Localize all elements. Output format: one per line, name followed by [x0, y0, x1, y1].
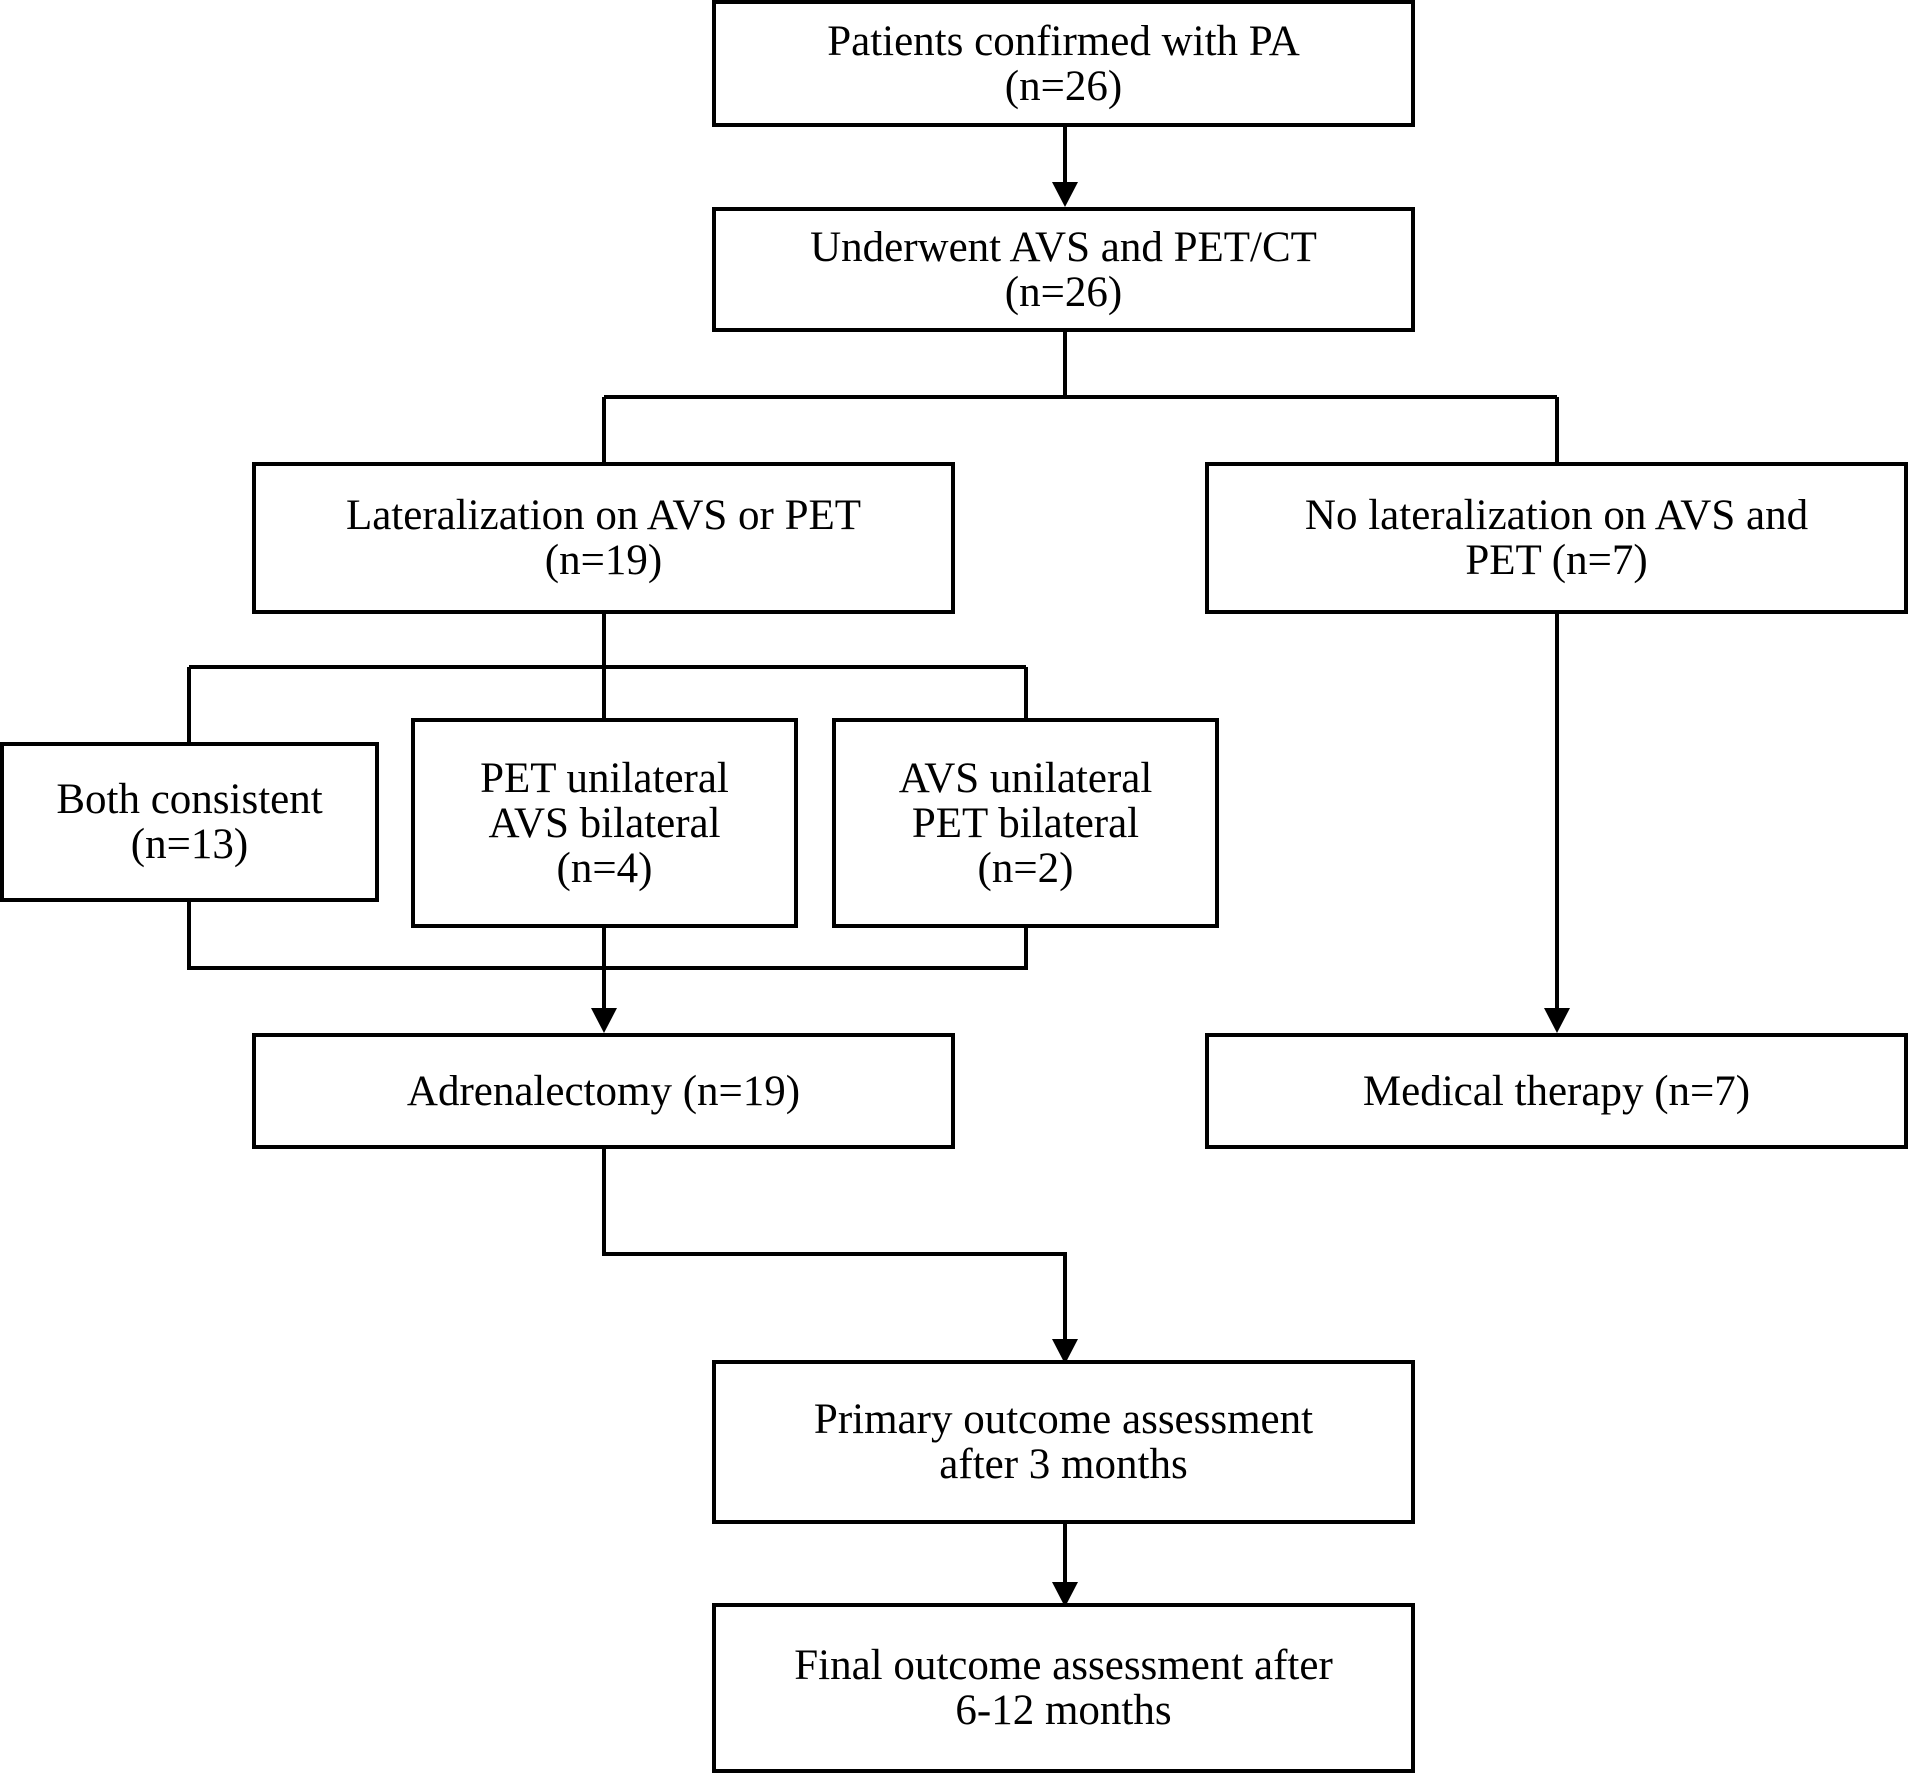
node-line: Lateralization on AVS or PET — [345, 492, 862, 539]
node-line: Patients confirmed with PA — [827, 17, 1300, 65]
node-line: (n=26) — [1004, 62, 1123, 110]
node-line: (n=2) — [977, 844, 1074, 892]
arrowhead — [1544, 1008, 1570, 1033]
node-line: PET bilateral — [911, 799, 1140, 847]
arrowhead — [1052, 1582, 1078, 1607]
node-line: Primary outcome assessment — [813, 1396, 1314, 1443]
node-line: AVS unilateral — [898, 754, 1153, 802]
node-line: (n=19) — [544, 537, 663, 584]
node-final-outcome: Final outcome assessment after 6-12 mont… — [712, 1603, 1415, 1773]
edge-lateralization-split — [187, 614, 1028, 744]
node-both-consistent: Both consistent (n=13) — [0, 742, 379, 902]
node-underwent-avs-pet: Underwent AVS and PET/CT (n=26) — [712, 207, 1415, 332]
node-line: 6-12 months — [955, 1687, 1172, 1734]
node-line: PET unilateral — [480, 754, 729, 802]
node-line: (n=26) — [1004, 268, 1123, 316]
edge-underwent-split — [602, 328, 1559, 464]
node-no-lateralization: No lateralization on AVS and PET (n=7) — [1205, 462, 1908, 614]
node-line: Both consistent — [56, 776, 323, 823]
arrowhead — [591, 1008, 617, 1033]
node-line: Adrenalectomy (n=19) — [406, 1067, 801, 1115]
node-adrenalectomy: Adrenalectomy (n=19) — [252, 1033, 955, 1149]
node-line: after 3 months — [939, 1441, 1188, 1488]
node-line: (n=4) — [556, 844, 653, 892]
node-line: Medical therapy (n=7) — [1362, 1067, 1751, 1115]
node-medical-therapy: Medical therapy (n=7) — [1205, 1033, 1908, 1149]
node-patients-confirmed: Patients confirmed with PA (n=26) — [712, 0, 1415, 127]
edge-subgroups-merge — [187, 900, 1028, 1008]
node-primary-outcome: Primary outcome assessment after 3 month… — [712, 1360, 1415, 1524]
node-lateralization: Lateralization on AVS or PET (n=19) — [252, 462, 955, 614]
node-line: No lateralization on AVS and — [1304, 492, 1809, 539]
arrowhead — [1052, 182, 1078, 207]
node-line: Underwent AVS and PET/CT — [810, 223, 1317, 271]
node-line: Final outcome assessment after — [794, 1642, 1333, 1689]
node-avs-unilateral: AVS unilateral PET bilateral (n=2) — [832, 718, 1219, 928]
arrowhead — [1052, 1339, 1078, 1364]
node-line: (n=13) — [130, 821, 249, 868]
node-line: PET (n=7) — [1465, 537, 1648, 584]
edge-adrenalectomy-to-primary — [602, 1147, 1067, 1339]
node-line: AVS bilateral — [488, 799, 721, 847]
node-pet-unilateral: PET unilateral AVS bilateral (n=4) — [411, 718, 798, 928]
